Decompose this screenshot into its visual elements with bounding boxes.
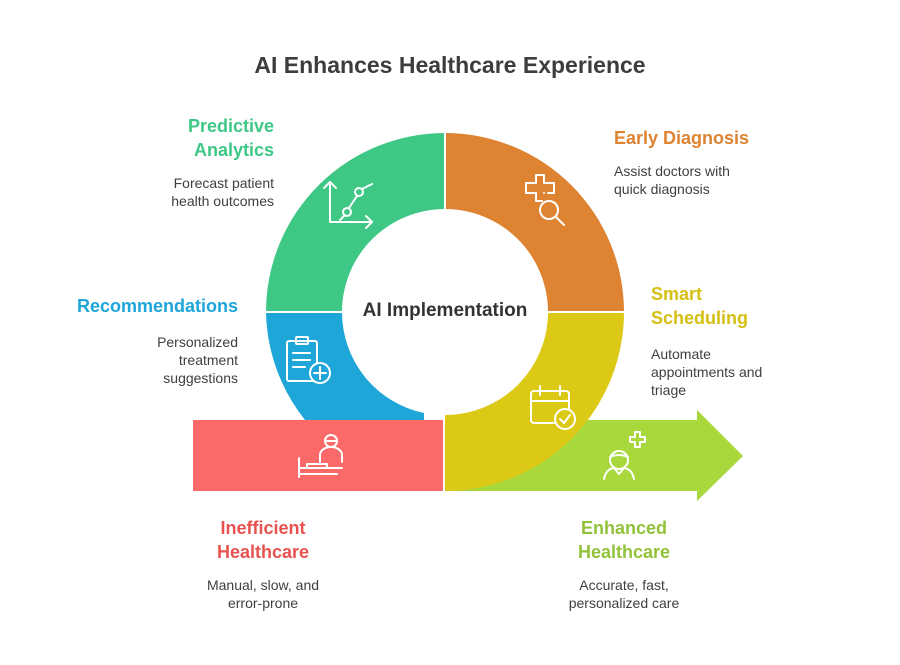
inefficient-healthcare-title-line1: Inefficient — [220, 518, 306, 538]
patient-bed-icon — [298, 434, 343, 478]
enhanced-healthcare-desc-line1: Accurate, fast, — [579, 577, 669, 593]
inefficient-healthcare-desc-line1: Manual, slow, and — [206, 577, 320, 593]
recommendations-desc: Personalized treatment suggestions — [80, 333, 238, 387]
early-diagnosis-title: Early Diagnosis — [614, 128, 750, 148]
calendar-check-icon — [530, 385, 576, 430]
predictive-analytics-title: Predictive Analytics — [120, 114, 274, 162]
segment-separators — [264, 131, 626, 492]
early-diagnosis-desc: Assist doctors with quick diagnosis — [614, 162, 834, 198]
enhanced-healthcare-title: Enhanced Healthcare — [524, 516, 724, 564]
inefficient-healthcare-desc-line2: error-prone — [227, 595, 299, 611]
smart-scheduling-title-line2: Scheduling — [651, 308, 749, 328]
enhanced-healthcare-title-line2: Healthcare — [577, 542, 671, 562]
smart-scheduling-desc-line2: appointments and — [651, 364, 763, 380]
inefficient-healthcare-title: Inefficient Healthcare — [163, 516, 363, 564]
smart-scheduling-desc: Automate appointments and triage — [651, 345, 851, 399]
predictive-analytics-desc: Forecast patient health outcomes — [120, 174, 274, 210]
page-title: AI Enhances Healthcare Experience — [254, 52, 646, 78]
enhanced-healthcare-title-line1: Enhanced — [580, 518, 668, 538]
enhanced-healthcare-desc-line2: personalized care — [568, 595, 680, 611]
smart-scheduling-desc-line1: Automate — [651, 346, 711, 362]
nurse-plus-icon — [603, 431, 646, 480]
smart-scheduling-title: Smart Scheduling — [651, 282, 851, 330]
enhanced-healthcare-desc: Accurate, fast, personalized care — [524, 576, 724, 612]
predictive-analytics-desc-line1: Forecast patient — [173, 175, 274, 191]
smart-scheduling-desc-line3: triage — [651, 382, 687, 398]
inefficient-bar — [193, 420, 444, 491]
chart-trend-icon — [323, 181, 373, 229]
inefficient-healthcare-title-line2: Healthcare — [216, 542, 310, 562]
segment-early-diagnosis — [445, 133, 624, 312]
smart-scheduling-title-line1: Smart — [651, 284, 703, 304]
early-diagnosis-desc-line1: Assist doctors with — [614, 163, 730, 179]
recommendations-desc-line3: suggestions — [163, 370, 238, 386]
predictive-analytics-desc-line2: health outcomes — [171, 193, 274, 209]
segment-recommendations — [266, 312, 424, 420]
early-diagnosis-desc-line2: quick diagnosis — [614, 181, 710, 197]
center-label: AI Implementation — [362, 300, 528, 321]
clipboard-plus-icon — [286, 336, 331, 384]
inefficient-healthcare-desc: Manual, slow, and error-prone — [163, 576, 363, 612]
recommendations-title: Recommendations — [76, 296, 238, 316]
predictive-analytics-title-line2: Analytics — [193, 140, 274, 160]
recommendations-desc-line2: treatment — [178, 352, 238, 368]
predictive-analytics-title-line1: Predictive — [187, 116, 274, 136]
medical-search-icon — [525, 174, 565, 226]
recommendations-desc-line1: Personalized — [157, 334, 238, 350]
